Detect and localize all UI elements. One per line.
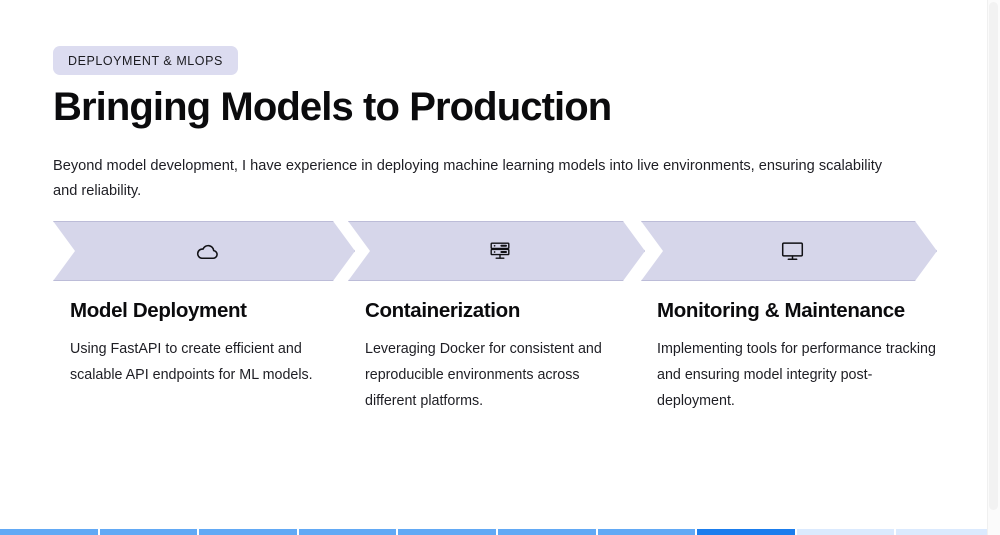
step-title: Model Deployment	[70, 299, 247, 322]
progress-segment-5[interactable]	[398, 529, 496, 535]
progress-segment-7[interactable]	[597, 529, 696, 535]
step-column-1: Model Deployment Using FastAPI to create…	[70, 297, 355, 388]
process-chevron-band	[53, 221, 937, 281]
progress-segment-3[interactable]	[199, 529, 297, 535]
chevron-step-1	[53, 221, 355, 281]
monitor-icon	[780, 239, 805, 264]
step-descriptions: Model Deployment Using FastAPI to create…	[53, 297, 937, 467]
cloud-icon	[195, 239, 220, 264]
page-title: Bringing Models to Production	[53, 85, 612, 129]
chevron-step-2	[348, 221, 645, 281]
progress-segment-6[interactable]	[497, 529, 596, 535]
vertical-scrollbar-track[interactable]	[987, 0, 1000, 535]
section-badge: DEPLOYMENT & MLOPS	[53, 46, 238, 75]
step-column-2: Containerization Leveraging Docker for c…	[365, 297, 633, 414]
progress-segment-2[interactable]	[99, 529, 198, 535]
progress-segment-8[interactable]	[697, 529, 795, 535]
chevron-step-3	[641, 221, 937, 281]
step-title: Monitoring & Maintenance	[657, 299, 905, 322]
intro-paragraph: Beyond model development, I have experie…	[53, 158, 883, 199]
progress-segment-1[interactable]	[0, 529, 98, 535]
server-icon	[488, 239, 512, 263]
step-body: Implementing tools for performance track…	[657, 341, 936, 409]
step-title: Containerization	[365, 299, 520, 322]
step-column-3: Monitoring & Maintenance Implementing to…	[657, 297, 937, 414]
step-body: Using FastAPI to create efficient and sc…	[70, 341, 313, 383]
progress-segment-4[interactable]	[298, 529, 397, 535]
progress-segment-9[interactable]	[796, 529, 895, 535]
progress-segment-10[interactable]	[896, 529, 994, 535]
slide-progress-bar[interactable]	[0, 529, 994, 535]
vertical-scrollbar-thumb[interactable]	[989, 2, 998, 510]
step-body: Leveraging Docker for consistent and rep…	[365, 341, 602, 409]
